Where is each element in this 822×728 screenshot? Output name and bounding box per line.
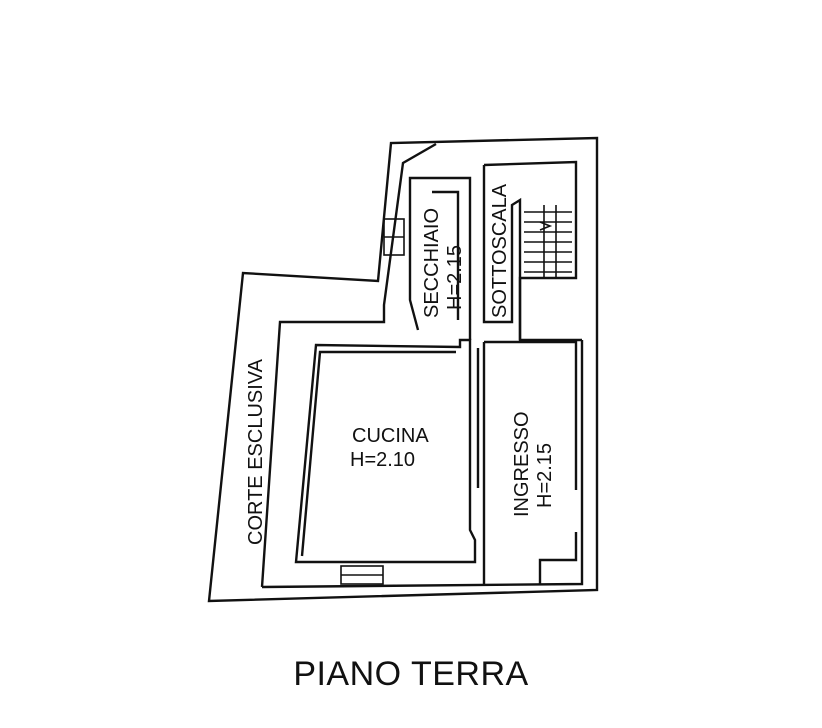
secchiaio-room xyxy=(408,176,472,340)
stair-treads xyxy=(524,205,572,278)
ingresso-label: INGRESSO xyxy=(511,411,533,517)
ingresso-room xyxy=(482,340,578,584)
sottoscala-label: SOTTOSCALA xyxy=(489,183,511,318)
cucina-room xyxy=(294,338,477,564)
ingresso-height: H=2.15 xyxy=(534,443,556,508)
outer-boundary xyxy=(207,136,599,603)
cucina-height: H=2.10 xyxy=(350,449,415,471)
secchiaio-inner xyxy=(432,190,460,320)
building-inner-wall xyxy=(261,340,584,589)
sottoscala-room xyxy=(482,165,522,340)
cucina-inner xyxy=(300,350,456,557)
courtyard-inner-edge xyxy=(260,142,437,588)
floor-title: PIANO TERRA xyxy=(293,655,529,693)
cucina-label: CUCINA xyxy=(352,425,429,447)
corte-label: CORTE ESCLUSIVA xyxy=(245,358,267,545)
stair-enclosure xyxy=(483,160,582,342)
secchiaio-height: H=2.15 xyxy=(444,245,466,310)
secchiaio-label: SECCHIAIO xyxy=(421,208,443,318)
